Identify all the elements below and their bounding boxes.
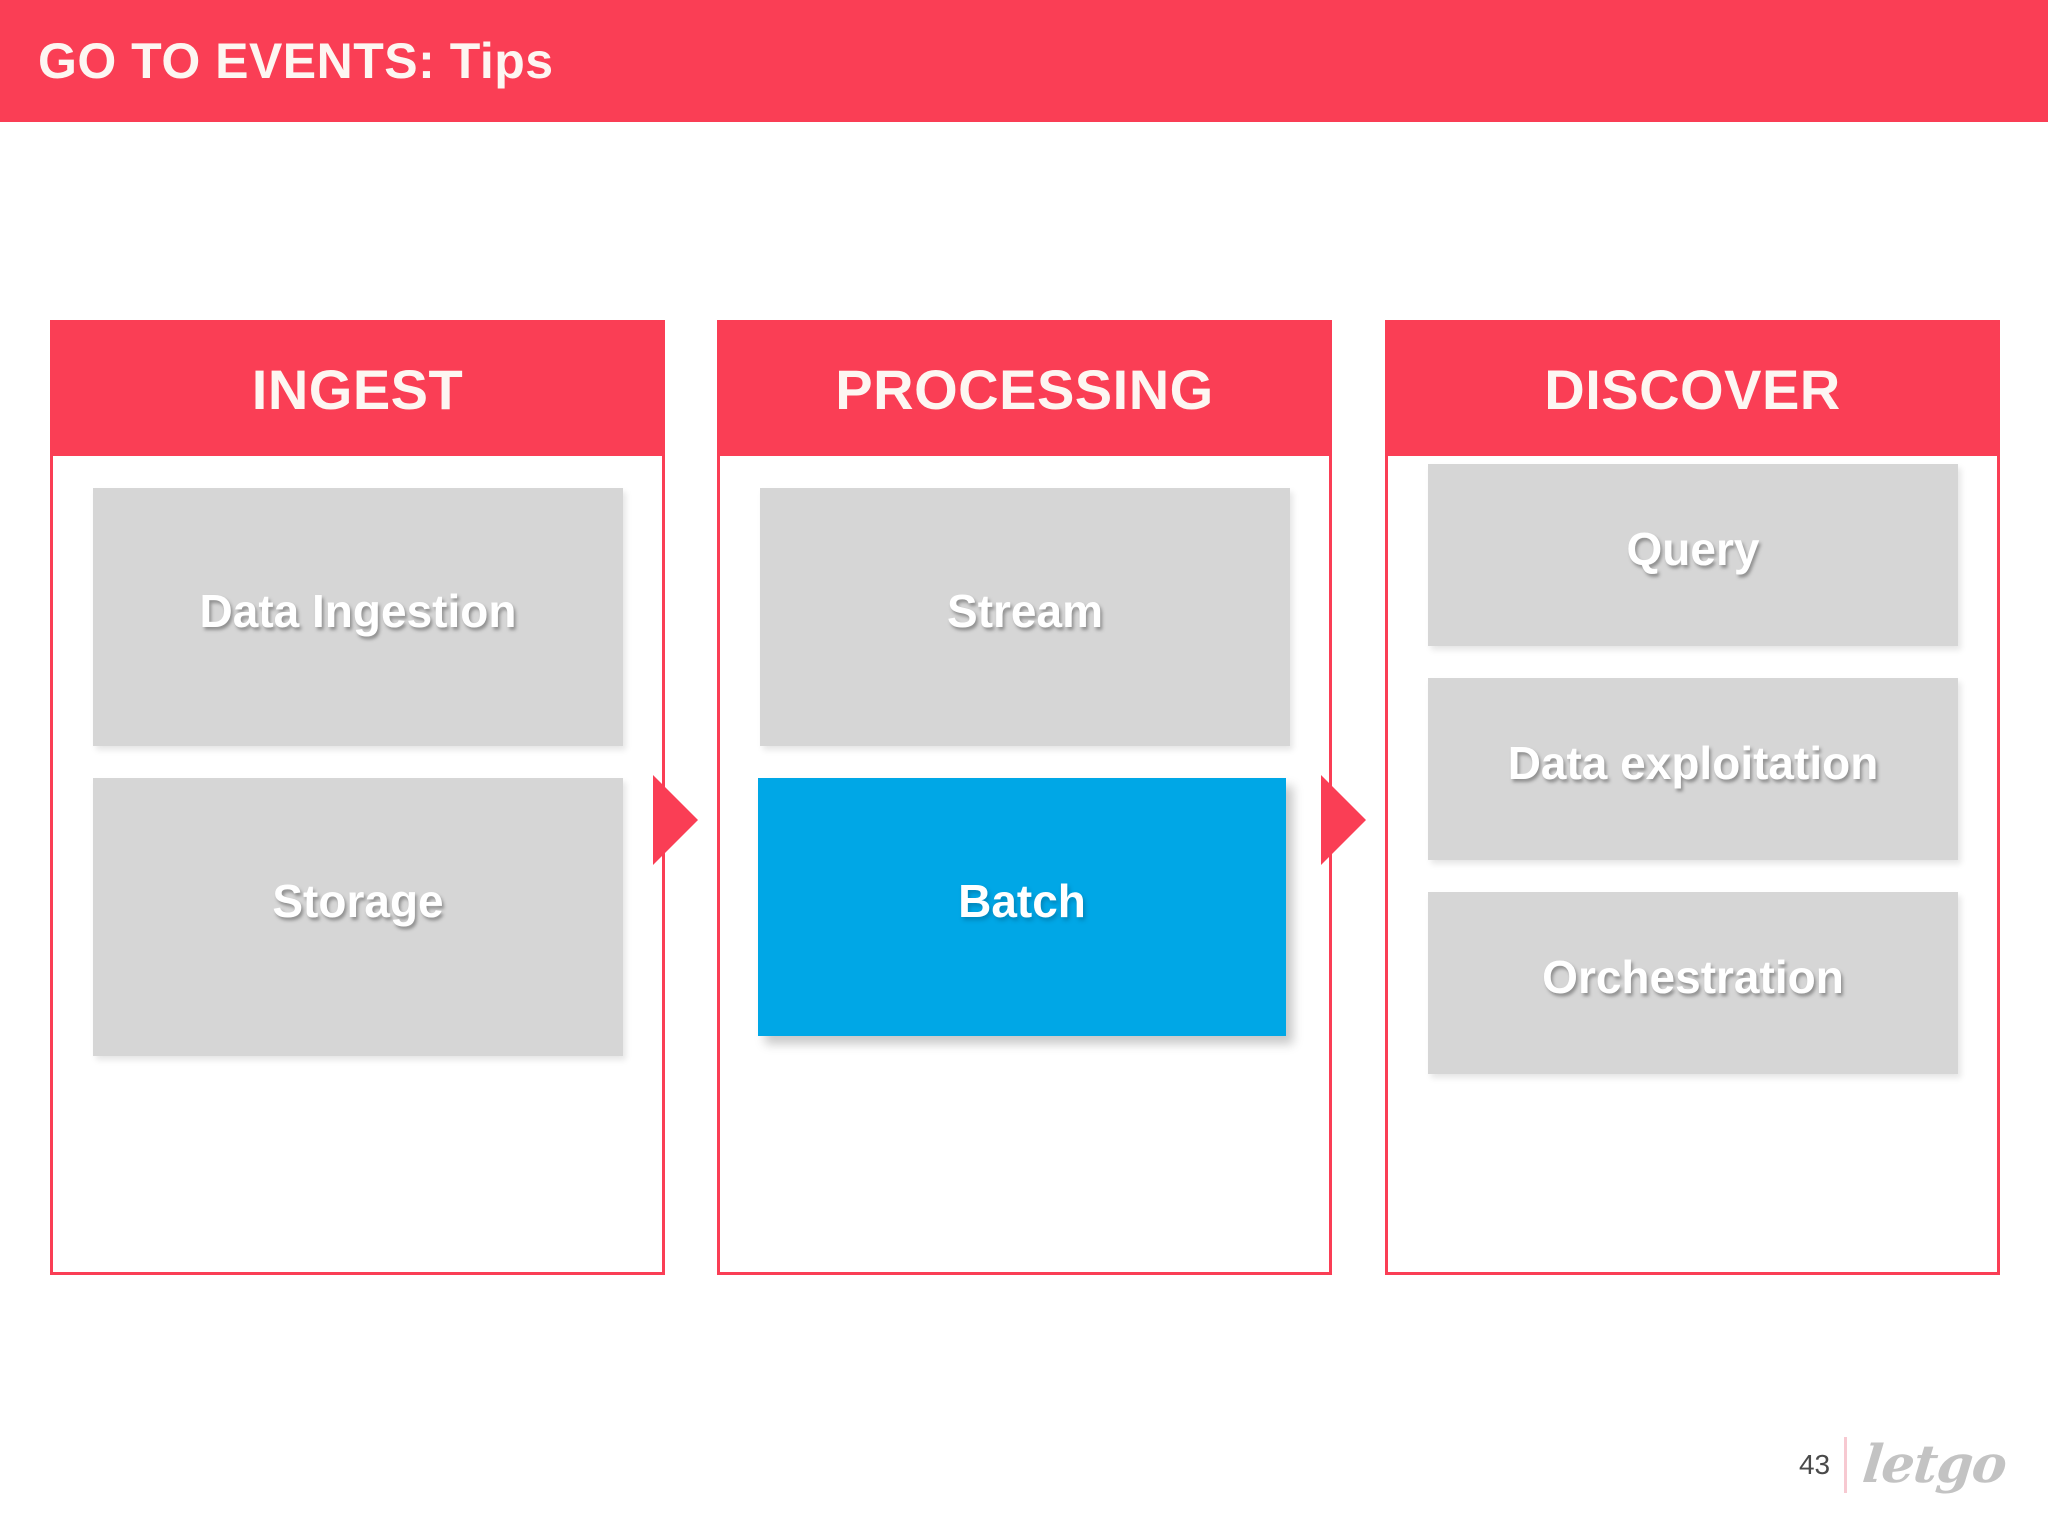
stage-header-processing: PROCESSING xyxy=(717,320,1332,458)
pipeline-item-stream[interactable]: Stream xyxy=(760,488,1290,746)
pipeline-item-label: Orchestration xyxy=(1542,951,1844,1003)
right-arrow-icon xyxy=(653,775,698,865)
slide-title-bar: GO TO EVENTS: Tips xyxy=(0,0,2048,122)
pipeline-stage-processing: PROCESSING Stream Batch xyxy=(717,320,1332,1275)
stage-body-discover: Query Data exploitation Orchestration xyxy=(1385,456,2000,1275)
stage-header-label: PROCESSING xyxy=(835,357,1214,421)
pipeline-item-label: Data exploitation xyxy=(1507,737,1879,789)
stage-header-label: INGEST xyxy=(251,357,464,421)
pipeline-stage-ingest: INGEST Data Ingestion Storage xyxy=(50,320,665,1275)
letgo-logo: letgo xyxy=(1859,1434,2010,1495)
stage-body-processing: Stream Batch xyxy=(717,456,1332,1275)
pipeline-item-batch[interactable]: Batch xyxy=(758,778,1286,1036)
stage-header-discover: DISCOVER xyxy=(1385,320,2000,458)
pipeline-item-label: Stream xyxy=(947,585,1103,637)
pipeline-item-query[interactable]: Query xyxy=(1428,464,1958,646)
pipeline-item-label: Batch xyxy=(958,875,1086,927)
pipeline-item-label: Storage xyxy=(272,875,444,927)
stage-body-ingest: Data Ingestion Storage xyxy=(50,456,665,1275)
pipeline-item-storage[interactable]: Storage xyxy=(93,778,623,1056)
stage-header-label: DISCOVER xyxy=(1544,357,1841,421)
stage-header-ingest: INGEST xyxy=(50,320,665,458)
pipeline-item-data-ingestion[interactable]: Data Ingestion xyxy=(93,488,623,746)
pipeline-item-label: Data Ingestion xyxy=(199,585,517,637)
pipeline-item-orchestration[interactable]: Orchestration xyxy=(1428,892,1958,1074)
right-arrow-icon xyxy=(1321,775,1366,865)
pipeline-item-data-exploitation[interactable]: Data exploitation xyxy=(1428,678,1958,860)
pipeline-item-label: Query xyxy=(1626,523,1760,575)
slide-footer: 43 letgo xyxy=(1798,1430,2010,1500)
slide-title: GO TO EVENTS: Tips xyxy=(38,33,554,89)
page-number: 43 xyxy=(1798,1449,1831,1480)
footer-divider xyxy=(1844,1437,1848,1493)
pipeline-stage-discover: DISCOVER Query Data exploitation Orchest… xyxy=(1385,320,2000,1275)
